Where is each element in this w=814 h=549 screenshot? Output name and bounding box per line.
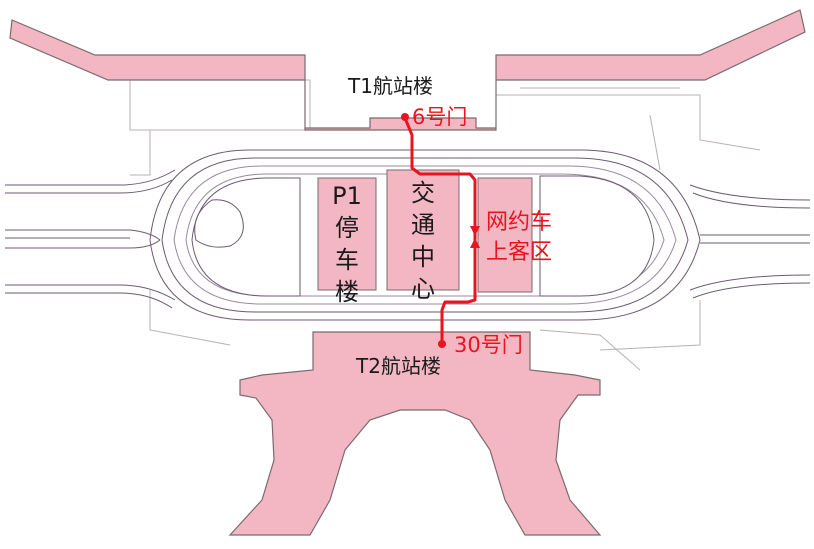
right-inner-island bbox=[539, 175, 655, 297]
gate-30-label: 30号门 bbox=[454, 333, 523, 357]
arrow-down-icon bbox=[470, 226, 480, 236]
left-leaf-feature bbox=[194, 199, 244, 248]
terminal-2-label: T2航站楼 bbox=[356, 354, 441, 378]
parking-p1-building bbox=[317, 177, 377, 291]
gate-6-marker bbox=[401, 113, 409, 121]
gate-30-marker bbox=[438, 340, 446, 348]
transport-center-label: 交 通 中 心 bbox=[387, 177, 459, 305]
ride-hailing-label: 网约车 上客区 bbox=[486, 208, 552, 268]
walking-route bbox=[403, 117, 477, 342]
ride-hailing-text: 网约车 上客区 bbox=[486, 210, 553, 265]
gate-6-label: 6号门 bbox=[412, 105, 468, 129]
left-roads bbox=[5, 169, 176, 309]
terminal-2-building bbox=[228, 331, 602, 536]
right-roads bbox=[689, 184, 811, 299]
terminal-1-building bbox=[9, 9, 806, 131]
parking-p1-text: P1 停 车 楼 bbox=[332, 182, 362, 306]
transport-center-building bbox=[386, 169, 460, 291]
arrow-up-icon bbox=[470, 238, 480, 248]
parking-p1-label: P1 停 车 楼 bbox=[318, 180, 376, 308]
left-inner-island bbox=[191, 177, 301, 297]
terminal-1-label: T1航站楼 bbox=[348, 74, 433, 98]
ride-hailing-zone bbox=[477, 177, 533, 293]
site-outline bbox=[129, 79, 761, 371]
transport-center-text: 交 通 中 心 bbox=[411, 179, 435, 303]
